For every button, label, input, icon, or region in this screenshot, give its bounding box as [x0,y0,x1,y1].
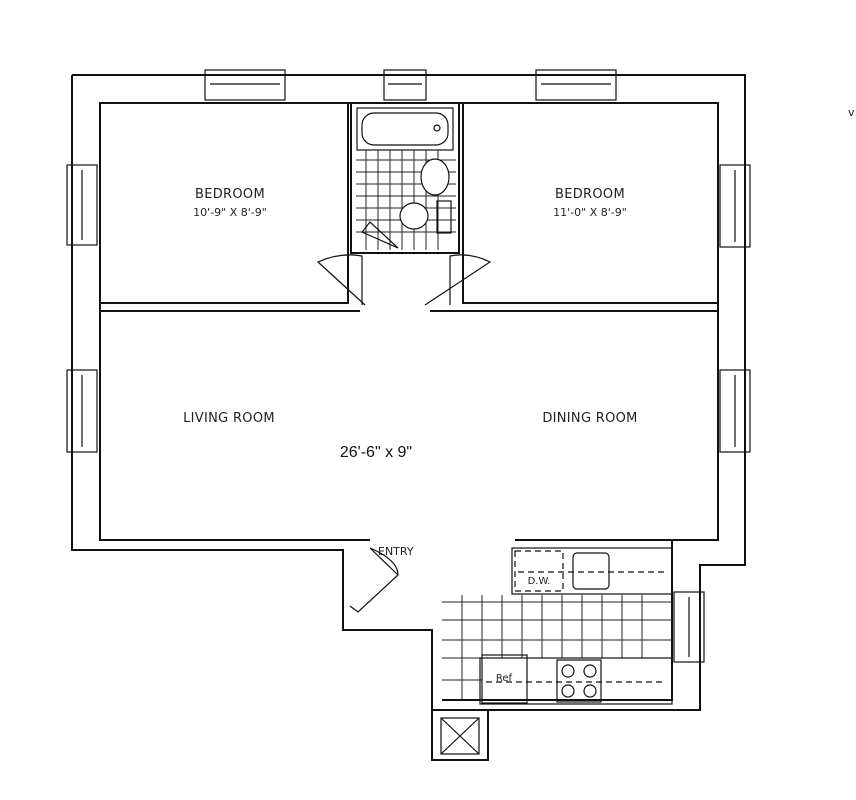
dishwasher [514,550,564,592]
refrigerator [481,654,528,704]
bathtub [356,107,454,151]
bedroom-left-size: 10'-9" X 8'-9" [193,206,267,219]
living-room-label: LIVING ROOM [183,411,275,426]
dining-room-label: DINING ROOM [542,411,637,426]
stove [556,659,602,703]
bedroom-right-label: BEDROOM [555,187,625,202]
bedroom-right-size: 11'-0" X 8'-9" [553,206,627,219]
exterior-walls [71,74,746,711]
kitchen-sink [572,552,610,590]
living-dining-dimensions: 26'-6" x 9" [340,444,412,461]
toilet [399,202,429,230]
kitchen [431,547,673,761]
bedroom-doors [316,254,492,306]
edge-text: v [848,106,855,119]
interior-walls [99,102,719,541]
windows [66,69,751,663]
bathroom [356,107,456,250]
refrigerator-label: Ref [496,673,513,684]
dishwasher-label: D.W. [528,576,551,587]
closet [431,709,489,761]
counter-lower [479,657,673,705]
sink [420,158,450,196]
counter-upper [511,547,673,595]
bedroom-left-label: BEDROOM [195,187,265,202]
entry-label: ENTRY [378,545,414,558]
entry-door [349,547,399,613]
